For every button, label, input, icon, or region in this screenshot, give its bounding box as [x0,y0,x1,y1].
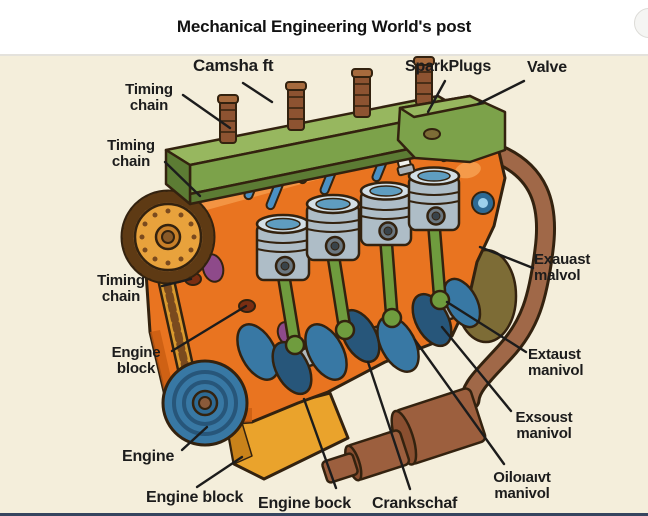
next-section-edge [0,513,648,516]
timing-gear [120,189,216,285]
leader-extaust-manivol [445,300,528,354]
scroll-button-edge[interactable] [634,8,648,38]
crankshaft [236,277,482,396]
label-engine: Engine [122,448,175,465]
piston-2 [305,193,361,262]
leader-camshaft [241,81,274,104]
leader-engine-block-left [170,304,248,353]
piston-4 [407,166,461,232]
leader-engine-bock [302,397,338,490]
label-valve: Valve [527,59,567,76]
post-header: Mechanical Engineering World's post [0,0,648,56]
piston-1 [255,213,311,282]
camshaft-towers [217,56,435,144]
leader-timing-chain-low [160,277,193,288]
leader-oiloiaivt-manivol [413,338,506,466]
exhaust-pipe [459,141,557,411]
label-exsoust-manivol: Exsoust manivol [515,409,573,442]
label-timing-chain-top: Timing chain [125,81,173,114]
label-exauast-malvol: Exauast malvol [534,251,591,284]
connecting-rods [276,219,451,356]
leader-exsoust-manivol [440,325,513,413]
label-timing-chain-mid: Timing chain [107,137,155,170]
valve-cover-right [396,94,507,164]
leader-lines [160,79,535,491]
label-engine-block-left: Engine block [111,344,161,377]
post-title: Mechanical Engineering World's post [176,17,472,36]
leader-engine [180,425,209,452]
piston-3 [359,181,413,247]
label-oiloiaivt-manivol: Oiloıaıvt manivol [493,469,551,502]
label-spark-plugs: SparkPlugs [405,58,492,75]
label-engine-bock: Engine bock [258,495,351,512]
label-camshaft: Camsha ft [193,56,274,75]
leader-spark-plugs [426,79,447,114]
leader-crankschaf [366,360,412,491]
leader-exauast-malvol [478,245,535,270]
label-engine-block-bottom: Engine block [146,489,244,506]
leader-valve [476,79,526,106]
label-timing-chain-low: Timing chain [97,272,145,305]
label-extaust-manivol: Extaust manivol [528,346,584,379]
pistons [255,166,461,282]
crank-pulley [161,359,249,447]
leader-engine-block-bottom [195,455,244,489]
label-crankschaf: Crankschaf [372,495,458,512]
leader-timing-chain-top [181,93,232,130]
leader-timing-chain-mid [163,160,202,198]
